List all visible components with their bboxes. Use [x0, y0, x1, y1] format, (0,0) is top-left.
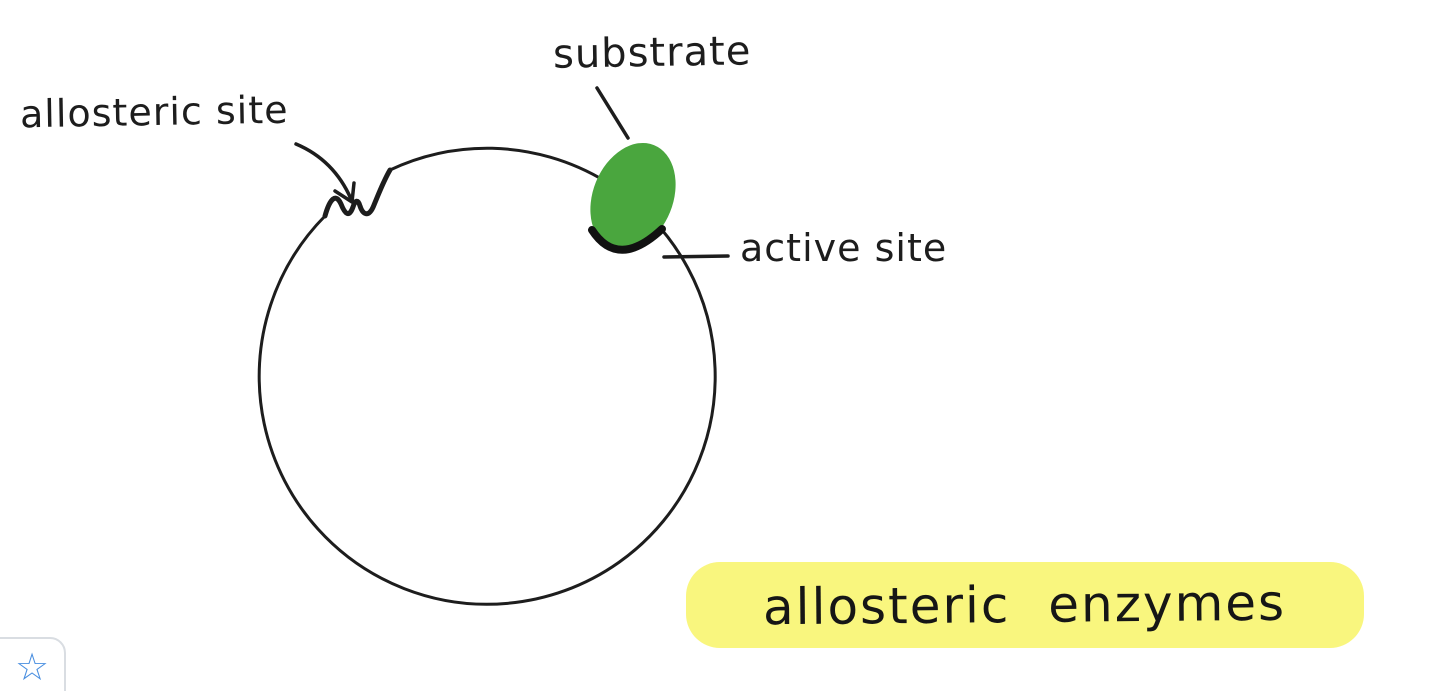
substrate-blob — [590, 142, 676, 252]
allosteric-site-label: allosteric site — [19, 87, 289, 137]
caption-highlight: allosteric enzymes — [686, 562, 1364, 648]
allosteric-site-arrowhead — [333, 181, 356, 204]
active-site-label: active site — [740, 226, 948, 270]
substrate-leader-line — [595, 86, 630, 140]
favorite-star-icon[interactable]: ☆ — [10, 645, 54, 691]
active-site-leader-line — [662, 254, 730, 259]
active-site-curve — [588, 225, 666, 254]
card-corner — [0, 637, 66, 691]
substrate-label: substrate — [552, 28, 752, 78]
allosteric-site-arrow — [294, 142, 353, 201]
caption-text: allosteric enzymes — [763, 573, 1287, 637]
allosteric-site-notch — [322, 167, 393, 219]
